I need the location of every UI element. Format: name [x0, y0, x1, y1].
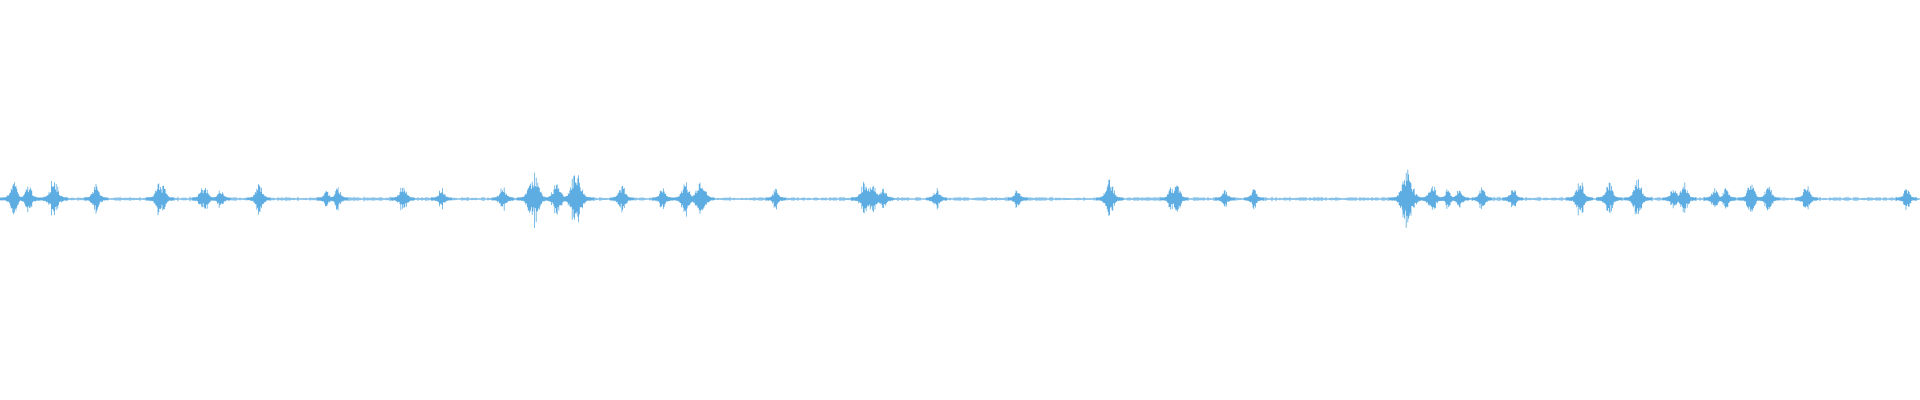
waveform-burst: [651, 188, 673, 209]
waveform-burst: [1471, 187, 1493, 209]
waveform-burst: [1215, 189, 1235, 207]
waveform-burst: [1670, 182, 1697, 213]
waveform-burst: [610, 185, 634, 213]
waveform-burst: [83, 184, 108, 214]
waveform-burst: [872, 188, 894, 209]
waveform-bursts: [0, 169, 1919, 228]
waveform-burst: [686, 182, 715, 214]
waveform-burst: [765, 188, 786, 210]
waveform-burst: [1715, 188, 1737, 209]
waveform-burst: [1566, 182, 1593, 216]
waveform-burst: [1756, 186, 1780, 211]
waveform-burst: [39, 181, 68, 216]
waveform-burst: [1389, 169, 1425, 228]
waveform-burst: [1623, 179, 1652, 215]
waveform-burst: [327, 187, 349, 211]
waveform-burst: [1165, 185, 1189, 212]
waveform-burst: [558, 175, 594, 223]
waveform-burst: [1449, 190, 1470, 208]
waveform-burst: [926, 188, 948, 210]
waveform-burst: [210, 190, 231, 208]
waveform-burst: [1502, 190, 1524, 208]
waveform-burst: [390, 187, 415, 211]
waveform-burst: [431, 188, 452, 210]
waveform-burst: [491, 187, 514, 211]
waveform-burst: [1095, 179, 1124, 216]
waveform-burst: [17, 186, 41, 213]
waveform-burst: [1007, 190, 1028, 209]
waveform-burst: [1794, 186, 1819, 210]
waveform-burst: [1596, 182, 1622, 214]
waveform-burst: [152, 185, 174, 211]
waveform-burst: [246, 184, 271, 215]
waveform-burst: [1896, 188, 1917, 210]
waveform-burst: [1243, 189, 1264, 210]
